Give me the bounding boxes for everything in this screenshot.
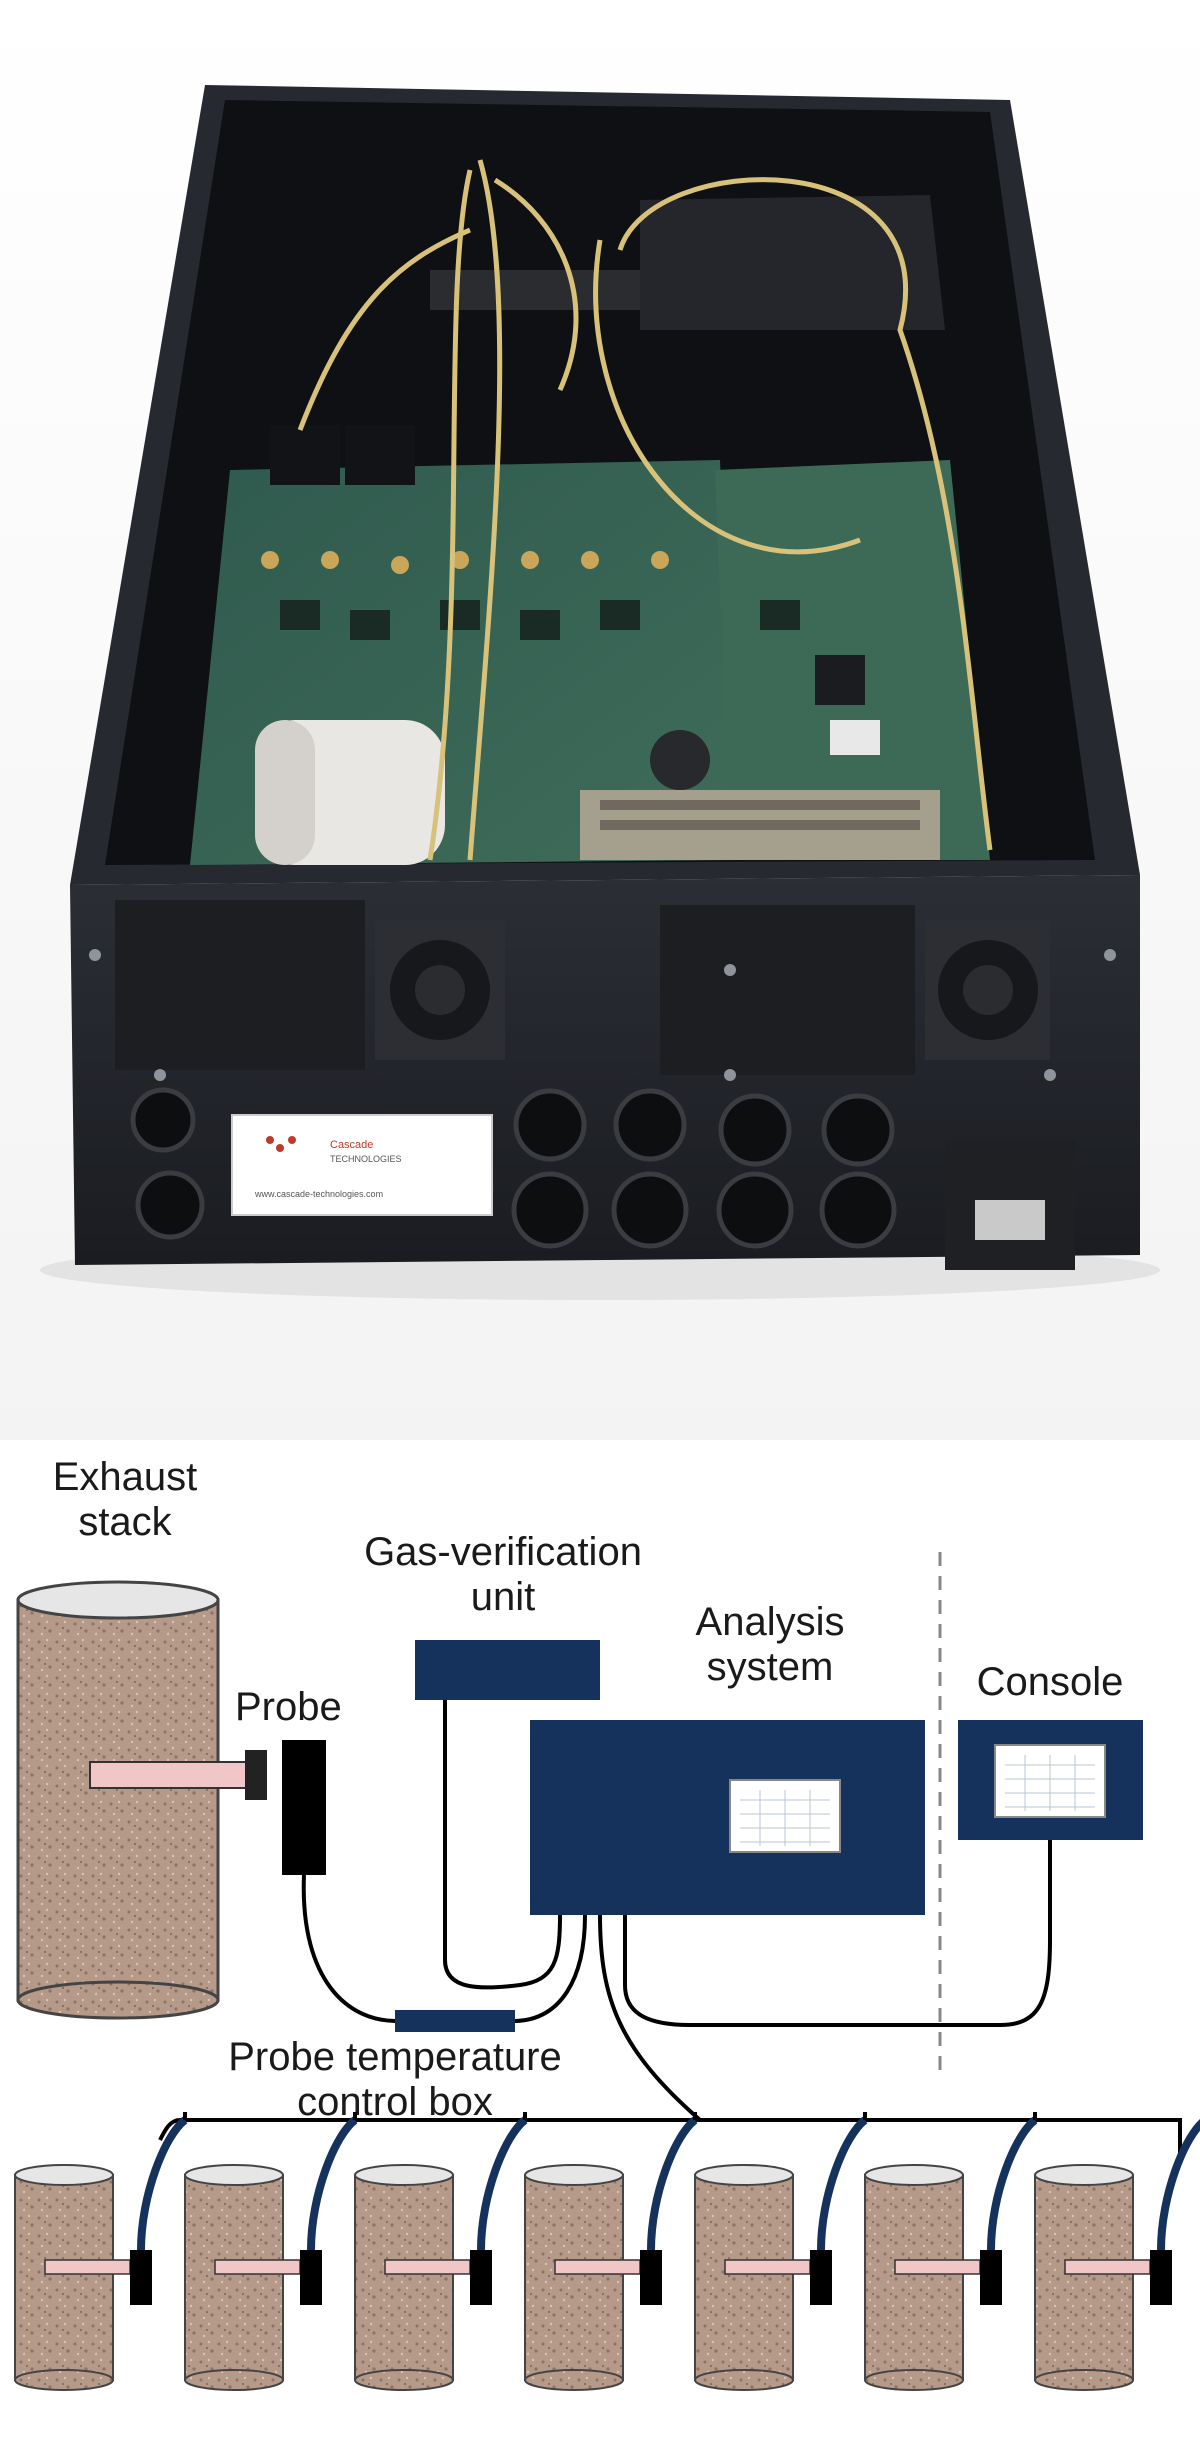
analysis-system-label-line1: Analysis: [696, 1600, 845, 1644]
small-stack: [524, 2112, 698, 2391]
small-stack: [184, 2112, 358, 2391]
brand-url: www.cascade-technologies.com: [254, 1189, 383, 1199]
probe-cable: [477, 2116, 528, 2251]
small-stack: [1034, 2119, 1200, 2391]
system-diagram: Exhaust stack Probe Gas-verification uni…: [14, 1455, 1200, 2391]
exhaust-stack-label-line1: Exhaust: [53, 1455, 198, 1499]
small-stack: [354, 2112, 528, 2391]
gas-verification-unit: [415, 1640, 600, 1700]
temp-control-label-line2: control box: [297, 2080, 493, 2124]
temp-control-label-line1: Probe temperature: [228, 2035, 562, 2079]
enclosure: [70, 85, 1140, 1270]
console: [958, 1720, 1143, 1840]
small-stack: [864, 2112, 1038, 2391]
exhaust-stack: [16, 1580, 220, 2020]
analysis-system-label-line2: system: [707, 1645, 834, 1689]
gas-verification-label-line1: Gas-verification: [364, 1530, 642, 1574]
probe-cable: [137, 2116, 188, 2251]
analyser-photo: Cascade TECHNOLOGIES www.cascade-technol…: [0, 0, 1200, 1440]
console-label: Console: [977, 1660, 1124, 1704]
probe-cable: [987, 2116, 1038, 2251]
small-stack: [14, 2112, 188, 2391]
small-stack: [694, 2112, 868, 2391]
brand-logo-icon: [266, 1136, 296, 1152]
probe-cable: [1157, 2119, 1200, 2251]
exhaust-stack-label-line2: stack: [78, 1500, 172, 1544]
brand-label-plate: Cascade TECHNOLOGIES www.cascade-technol…: [231, 1114, 493, 1216]
probe: [89, 1740, 326, 1875]
stack-row: [14, 2112, 1200, 2391]
probe-label: Probe: [235, 1685, 342, 1729]
gas-verification-label-line2: unit: [471, 1575, 536, 1619]
analysis-system: [530, 1720, 925, 1915]
probe-cable: [307, 2116, 358, 2251]
probe-cable: [817, 2116, 868, 2251]
brand-name: Cascade: [330, 1139, 373, 1151]
brand-subtitle: TECHNOLOGIES: [330, 1154, 402, 1164]
probe-cable: [647, 2116, 698, 2251]
probe-temperature-control-box: [395, 2010, 515, 2032]
